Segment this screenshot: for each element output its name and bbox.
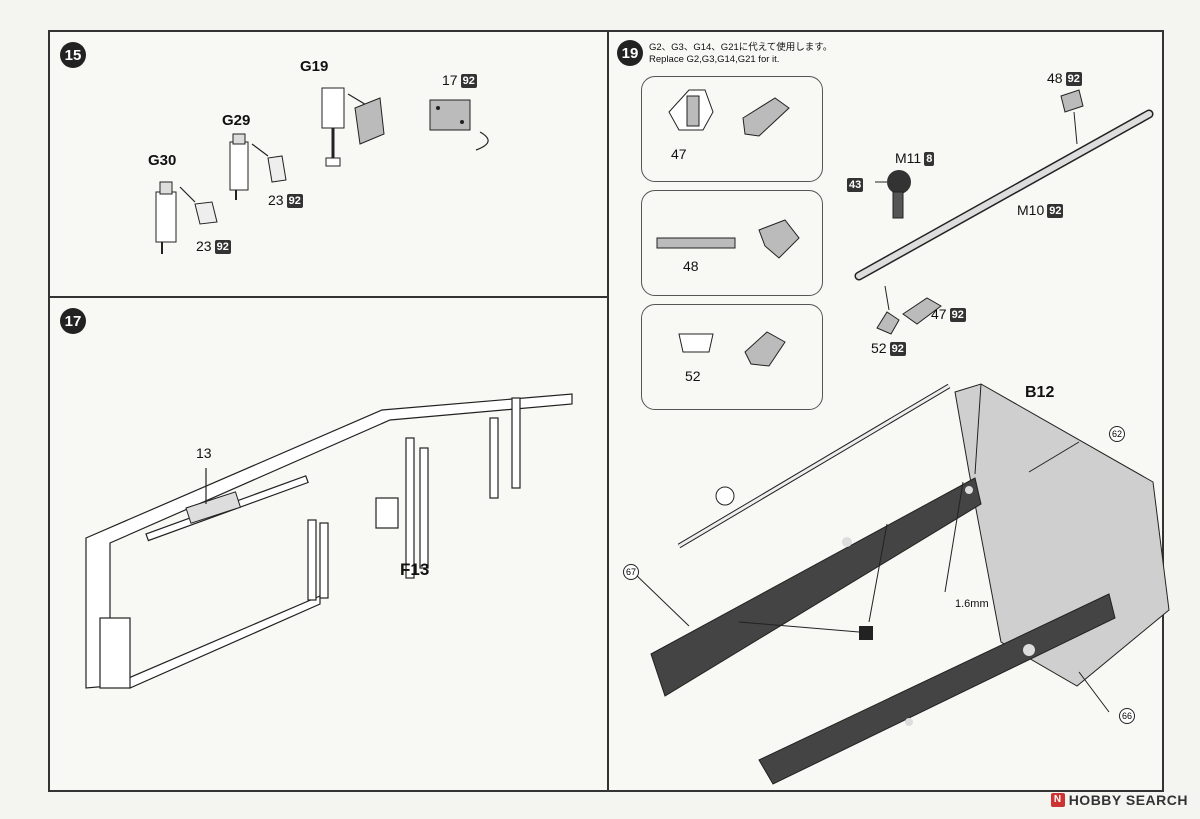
label-box-47: 47 [671,146,687,162]
part-47-on-rod [902,297,942,325]
part-13 [185,491,242,524]
label-g30: G30 [148,152,177,169]
step-17-number: 17 [60,308,86,334]
part-m11-knob [887,170,911,194]
step-15-panel: 15 [50,32,609,298]
leader-62 [1028,441,1080,473]
part-52-front [678,333,714,353]
callout-66: 66 [1119,708,1135,724]
label-f13: F13 [400,560,430,579]
step-17-illustration [85,393,573,689]
part-g29 [229,133,249,200]
detail-box-52 [641,304,823,410]
part-47-iso [742,97,790,137]
label-part-13: 13 [196,445,212,461]
hobby-search-logo-icon: N [1050,793,1065,807]
cement-icon [859,626,873,640]
label-box-48: 48 [683,258,699,274]
label-box-52: 52 [685,368,701,384]
leader-drill [944,481,964,593]
arrow-g30 [179,186,196,203]
replacement-note: G2、G3、G14、G21に代えて使用します。 Replace G2,G3,G1… [649,42,832,66]
callout-62: 62 [1109,426,1125,442]
part-g19 [321,87,345,167]
callout-67: 67 [623,564,639,580]
part-48-front [656,237,736,249]
step-15-illustration [155,87,489,254]
part-g19-bracket [354,97,385,145]
label-g19: G19 [300,58,329,75]
part-plate-66 [758,593,1116,785]
part-48-iso [758,219,800,259]
label-drill-size: 1.6mm [955,598,989,610]
part-48-on-rod [1060,89,1084,113]
part-52-on-rod [876,311,900,335]
step-19-panel: 19 G2、G3、G14、G21に代えて使用します。 Replace G2,G3… [609,32,1170,790]
step-19-number: 19 [617,40,643,66]
arrow-g29 [251,143,269,157]
label-43: 43 [847,178,864,193]
part-52-iso [744,331,786,367]
part-23-a [194,201,218,225]
part-17 [429,99,471,131]
part-f13-frame [85,393,573,689]
part-plate-67 [650,477,982,697]
step-17-panel: 17 13 F13 [50,298,609,790]
part-23-b [267,155,287,183]
detail-box-47 [641,76,823,182]
step-15-number: 15 [60,42,86,68]
label-g29: G29 [222,112,251,129]
note-english: Replace G2,G3,G14,G21 for it. [649,54,780,65]
step-19-illustration [632,89,1170,785]
leader-66 [1078,671,1110,713]
leader-67 [632,571,690,627]
note-japanese: G2、G3、G14、G21に代えて使用します。 [649,42,833,53]
rotate-arrow-17 [475,131,489,151]
part-lever-knob [715,486,735,506]
instruction-sheet: 15 [48,30,1170,792]
label-b12: B12 [1025,384,1055,401]
part-g30 [155,181,177,254]
